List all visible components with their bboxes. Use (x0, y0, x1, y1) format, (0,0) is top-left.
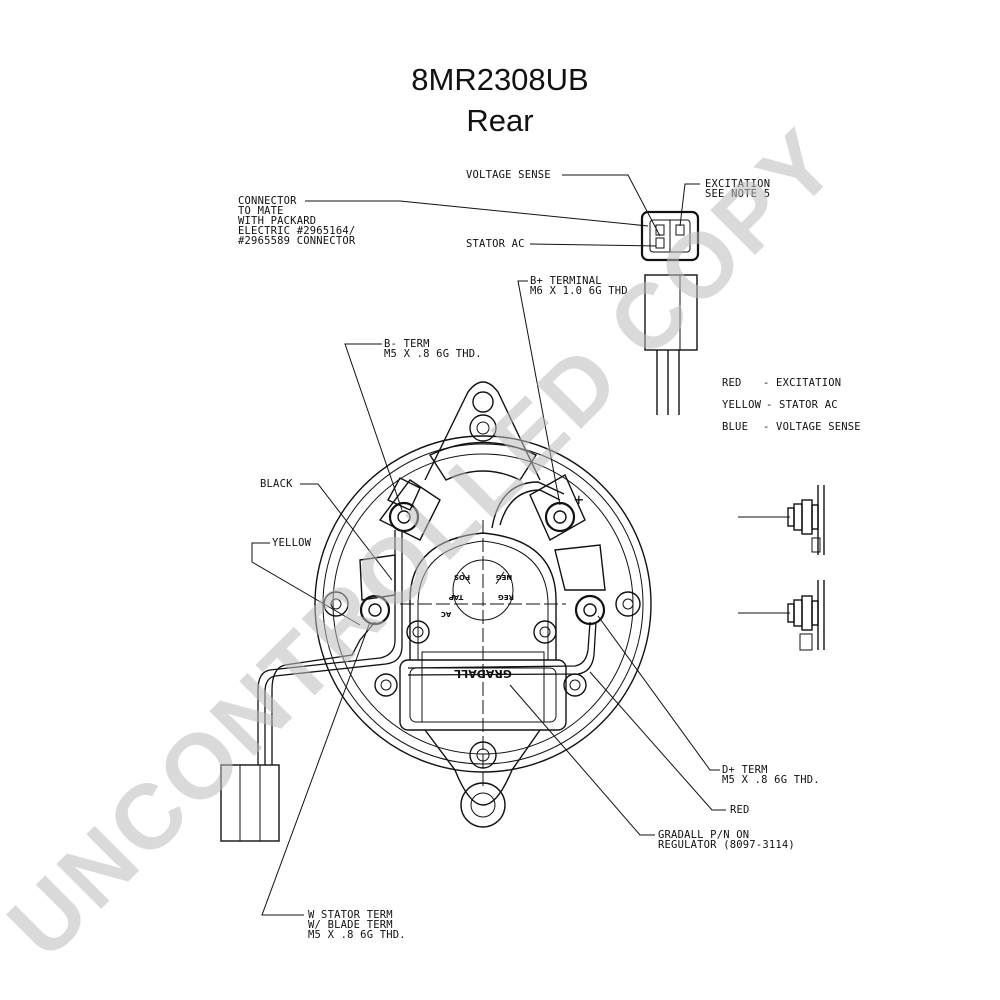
diagram-title: 8MR2308UB (411, 62, 588, 97)
connector-label-line5: #2965589 CONNECTOR (238, 235, 356, 247)
w-stator-term-label-line2: W/ BLADE TERM (308, 919, 393, 931)
voltage-sense-label: VOLTAGE SENSE (466, 169, 551, 181)
black-leader (300, 483, 393, 581)
yellow-leader (251, 542, 361, 626)
w-stator-term-label-line1: W STATOR TERM (308, 909, 393, 921)
pos-mark: POS (454, 573, 470, 581)
connector-label-line1: CONNECTOR (238, 195, 297, 207)
yellow-wire-label: YELLOW (272, 537, 312, 549)
gradall-pn-label-line2: REGULATOR (8097-3114) (658, 839, 795, 851)
packard-connector-icon (640, 210, 700, 262)
excitation-label-line1: EXCITATION (705, 178, 770, 190)
black-wire-label: BLACK (260, 478, 293, 490)
b-plus-terminal-label-line1: B+ TERMINAL (530, 275, 602, 287)
harness-plug-icon (220, 764, 280, 842)
stator-ac-label: STATOR AC (466, 238, 525, 250)
excitation-label-line2: SEE NOTE 5 (705, 188, 770, 200)
gradall-pn-label-line1: GRADALL P/N ON (658, 829, 749, 841)
plus-mark: + (574, 490, 584, 509)
connector-side-view-icon (644, 274, 698, 415)
reg-mark: REG (498, 593, 514, 601)
excitation-leader (679, 183, 700, 227)
b-plus-terminal-label-line2: M6 X 1.0 6G THD (530, 285, 628, 297)
stator-ac-leader (529, 243, 657, 247)
connector-leader (305, 200, 649, 227)
wire-color-legend: RED - EXCITATION YELLOW - STATOR AC BLUE… (722, 377, 861, 433)
d-plus-leader (597, 615, 720, 771)
b-plus-leader (517, 280, 561, 506)
brand-mark: GRADALL (454, 667, 512, 680)
tap-mark: TAP (449, 593, 464, 601)
connector-label-line4: ELECTRIC #2965164/ (238, 225, 355, 237)
red-wire-label: RED (730, 804, 750, 816)
d-plus-term-label-line2: M5 X .8 6G THD. (722, 774, 820, 786)
diagram-subtitle: Rear (466, 103, 533, 138)
terminal-detail-upper-icon (738, 485, 825, 555)
gradall-leader (509, 684, 655, 836)
legend-color-blue: BLUE (722, 421, 748, 433)
alternator-body (314, 381, 652, 828)
regulator-markings: NEG POS TAP REG AC GRADALL (441, 573, 514, 680)
legend-color-yellow: YELLOW (722, 399, 762, 411)
d-plus-term-label-line1: D+ TERM (722, 764, 768, 776)
b-minus-leader (344, 343, 403, 511)
legend-color-red: RED (722, 377, 742, 389)
w-stator-leader (261, 621, 371, 916)
b-minus-term-label-line2: M5 X .8 6G THD. (384, 348, 482, 360)
b-minus-term-label-line1: B- TERM (384, 338, 430, 350)
connector-label-line2: TO MATE (238, 205, 284, 217)
connector-label-line3: WITH PACKARD (238, 215, 316, 227)
wiring-harness (257, 530, 597, 765)
neg-mark: NEG (496, 573, 513, 581)
legend-function-stator-ac: - STATOR AC (766, 399, 838, 411)
voltage-sense-leader (562, 174, 661, 237)
terminal-detail-lower-icon (738, 580, 825, 651)
ac-mark: AC (441, 610, 452, 618)
red-leader (589, 671, 726, 811)
legend-function-excitation: - EXCITATION (763, 377, 841, 389)
legend-function-voltage-sense: - VOLTAGE SENSE (763, 421, 861, 433)
w-stator-term-label-line3: M5 X .8 6G THD. (308, 929, 406, 941)
